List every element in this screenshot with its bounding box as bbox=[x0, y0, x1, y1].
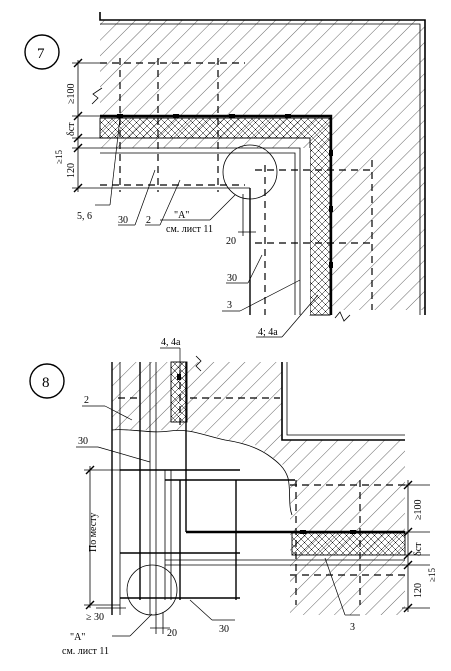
detail-8-joint-label: 20 bbox=[167, 628, 177, 639]
detail-7-layer-line bbox=[100, 147, 301, 315]
detail-7-concrete-body bbox=[100, 20, 425, 310]
detail-8-callout-3: 3 bbox=[350, 622, 355, 633]
detail-8-reinforcement-solid bbox=[120, 362, 295, 600]
detail-8-dim-on-site: По месту bbox=[88, 513, 99, 552]
detail-7-callout-sheet-ref: см. лист 11 bbox=[166, 224, 213, 235]
detail-7-dim-top-min: ≥100 bbox=[66, 84, 77, 105]
detail-7-break-line-bottom bbox=[334, 311, 351, 322]
detail-8-dimension-right bbox=[402, 480, 430, 613]
detail-7-number-circle bbox=[24, 34, 60, 70]
detail-8-insulation-vertical bbox=[170, 361, 188, 423]
detail-8-number: 8 bbox=[42, 375, 50, 391]
detail-7-dim-delta: δст bbox=[66, 122, 77, 136]
detail-7-joint-dimension bbox=[238, 194, 256, 236]
detail-8-anchor-marks bbox=[177, 374, 356, 534]
detail-8-number-circle bbox=[29, 363, 65, 399]
detail-7-leaders bbox=[95, 117, 319, 338]
detail-8-callout-30: 30 bbox=[78, 436, 88, 447]
detail-7-callout-30-b: 30 bbox=[227, 273, 237, 284]
detail-8-joint-dimension bbox=[150, 612, 170, 634]
detail-8-callout-sheet-ref: см. лист 11 bbox=[62, 646, 109, 657]
detail-7-dimension-chain bbox=[72, 58, 100, 193]
detail-8-leaders bbox=[76, 347, 360, 637]
detail-8-reinforcement-dashed bbox=[118, 370, 405, 605]
detail-8: По месту ≥ 30 20 ≥100 δст ≥15 120 bbox=[29, 337, 437, 657]
detail-8-outer-wall-inner bbox=[286, 362, 405, 436]
detail-7-number: 7 bbox=[37, 46, 45, 62]
detail-8-break-contour bbox=[111, 429, 293, 516]
detail-7-dim-gap-min: ≥15 bbox=[54, 150, 64, 164]
detail-8-dim-lower: 120 bbox=[413, 583, 424, 598]
detail-7-joint-label: 20 bbox=[226, 236, 236, 247]
detail-8-dim-min-30: ≥ 30 bbox=[86, 612, 104, 623]
detail-7-inner-void bbox=[100, 148, 250, 188]
detail-7-callout-2: 2 bbox=[146, 215, 151, 226]
detail-8-outer-wall bbox=[281, 362, 405, 441]
detail-8-dim-delta: δст bbox=[413, 542, 424, 556]
detail-8-dim-top-min: ≥100 bbox=[413, 500, 424, 521]
detail-7-layer-line bbox=[100, 152, 296, 315]
detail-7-reinforcement bbox=[100, 58, 375, 315]
detail-8-node-a-circle bbox=[126, 564, 178, 616]
detail-7-callout-4-4a: 4; 4а bbox=[258, 327, 278, 338]
detail-8-wall-layers bbox=[111, 362, 187, 615]
detail-7-callout-30: 30 bbox=[118, 215, 128, 226]
detail-8-callout-30-b: 30 bbox=[219, 624, 229, 635]
detail-7-callout-3: 3 bbox=[227, 300, 232, 311]
detail-8-callout-4-4a: 4, 4а bbox=[161, 337, 181, 348]
detail-7-callout-node-a: "А" bbox=[174, 210, 189, 221]
detail-7-anchor-marks bbox=[117, 114, 333, 268]
detail-8-callout-2: 2 bbox=[84, 395, 89, 406]
detail-7-outer-wall bbox=[99, 12, 426, 315]
detail-7: 20 ≥100 δст ≥15 120 7 bbox=[24, 12, 426, 338]
detail-7-dim-lower: 120 bbox=[66, 163, 77, 178]
detail-7-outer-wall-inner bbox=[100, 23, 421, 315]
detail-8-insulation bbox=[291, 532, 406, 556]
detail-7-callout-5-6: 5, 6 bbox=[77, 211, 92, 222]
detail-7-break-line bbox=[91, 87, 103, 105]
detail-8-dimension-left bbox=[84, 465, 126, 610]
detail-8-break-line bbox=[195, 355, 202, 372]
detail-8-dim-gap-min: ≥15 bbox=[427, 568, 437, 582]
detail-8-callout-node-a: "А" bbox=[70, 632, 85, 643]
